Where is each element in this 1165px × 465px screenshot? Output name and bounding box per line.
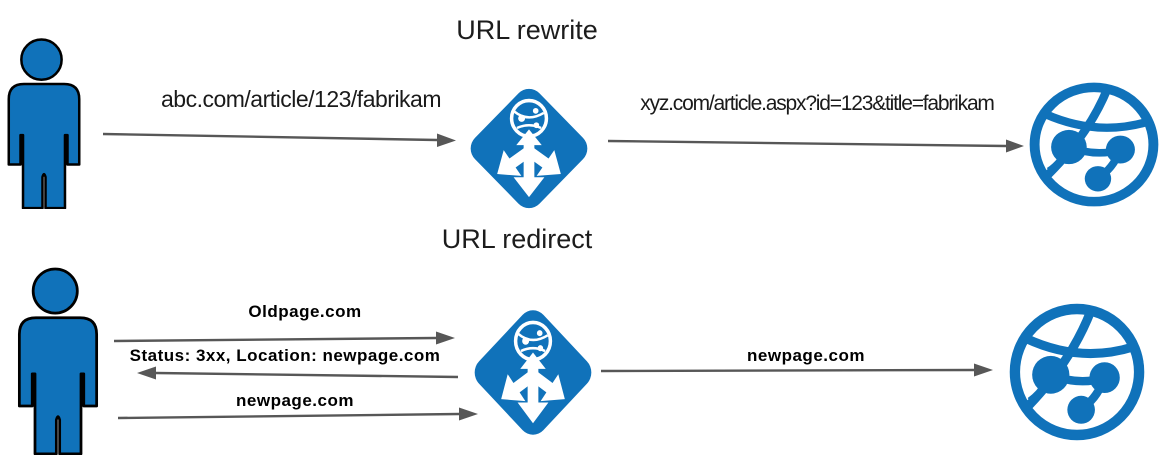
arrow-rewrite-forward [607, 139, 1024, 153]
user-icon [17, 267, 99, 455]
flow-label-rewrite-forward: xyz.com/article.aspx?id=123&title=fabrik… [640, 92, 995, 115]
three-way-arrow-glyph [497, 129, 561, 198]
flow-label-3xx-response: Status: 3xx, Location: newpage.com [129, 346, 441, 365]
arrow-redirect-oldpage-request [113, 331, 455, 345]
flow-label-newpage-forward: newpage.com [747, 346, 865, 365]
web-app-icon [1029, 82, 1159, 207]
flow-label-oldpage-request: Oldpage.com [248, 302, 362, 321]
arrow-redirect-3xx-response [137, 366, 459, 380]
arrow-rewrite-request [102, 132, 456, 147]
flow-label-newpage-request: newpage.com [236, 391, 354, 410]
section-title-url-redirect: URL redirect [441, 224, 593, 254]
web-app-icon [1009, 303, 1145, 441]
user-icon [7, 38, 81, 209]
three-way-arrow-glyph [501, 352, 565, 424]
section-title-url-rewrite: URL rewrite [456, 15, 598, 45]
flow-label-rewrite-request: abc.com/article/123/fabrikam [160, 86, 442, 112]
application-gateway-icon [474, 310, 592, 435]
application-gateway-icon [470, 88, 588, 209]
